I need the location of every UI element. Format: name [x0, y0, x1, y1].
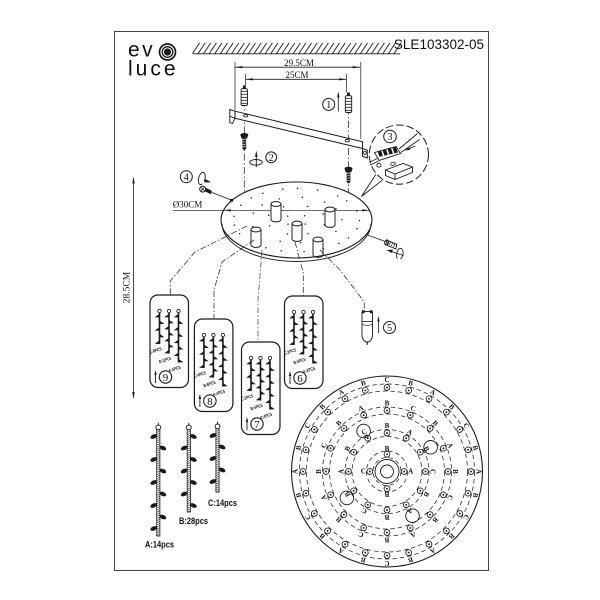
svg-text:B: B — [294, 444, 303, 451]
svg-text:B:4PCS: B:4PCS — [250, 403, 263, 412]
svg-text:A: A — [338, 469, 346, 474]
svg-text:A: A — [337, 546, 345, 555]
svg-text:B: B — [385, 445, 390, 453]
svg-text:B: B — [471, 445, 480, 452]
svg-text:3: 3 — [388, 132, 393, 143]
svg-text:B: B — [447, 402, 456, 411]
svg-text:A: A — [337, 388, 345, 397]
svg-text:C: C — [461, 422, 470, 430]
svg-text:1: 1 — [326, 100, 331, 111]
svg-text:B: B — [431, 419, 440, 428]
svg-text:4: 4 — [184, 172, 190, 183]
svg-text:B: B — [315, 469, 323, 474]
svg-text:B:12PCS: B:12PCS — [158, 356, 171, 365]
svg-text:C: C — [319, 442, 328, 450]
svg-text:A: A — [406, 506, 414, 515]
svg-text:C: C — [445, 494, 454, 502]
svg-text:A:2PCS: A:2PCS — [302, 366, 315, 375]
svg-text:6: 6 — [297, 373, 303, 385]
svg-text:A: A — [292, 469, 300, 474]
svg-text:B: B — [407, 379, 414, 388]
svg-text:C:2PCS: C:2PCS — [240, 393, 253, 402]
svg-text:B: B — [360, 555, 367, 564]
svg-text:C: C — [409, 404, 417, 413]
svg-text:C: C — [361, 468, 366, 476]
svg-text:Ø30CM: Ø30CM — [173, 200, 203, 210]
svg-text:C: C — [303, 422, 312, 430]
svg-text:ev: ev — [128, 39, 155, 62]
svg-text:A:4PCS: A:4PCS — [259, 412, 272, 421]
svg-text:A: A — [474, 469, 482, 474]
svg-text:A: A — [408, 468, 413, 476]
svg-text:29.5CM: 29.5CM — [284, 58, 314, 68]
svg-text:C: C — [461, 513, 470, 521]
svg-text:C: C — [384, 376, 389, 384]
svg-text:C: C — [357, 530, 365, 539]
svg-text:A: A — [319, 494, 328, 502]
svg-text:SLE103302-05: SLE103302-05 — [394, 37, 484, 52]
svg-text:C: C — [428, 469, 436, 474]
svg-text:B: B — [422, 445, 431, 453]
svg-text:B: B — [318, 402, 327, 411]
svg-text:25CM: 25CM — [285, 70, 308, 80]
svg-text:C:14pcs: C:14pcs — [208, 498, 237, 509]
svg-text:B: B — [421, 490, 430, 498]
svg-text:B:4PCS: B:4PCS — [293, 357, 306, 366]
svg-text:A: A — [429, 546, 437, 555]
svg-text:2: 2 — [269, 153, 274, 164]
svg-text:B: B — [384, 513, 389, 521]
svg-text:B: B — [360, 379, 367, 388]
svg-text:5: 5 — [387, 323, 392, 334]
svg-text:C:2PCS: C:2PCS — [283, 347, 296, 356]
svg-text:A:14pcs: A:14pcs — [145, 540, 174, 551]
svg-text:B: B — [384, 536, 389, 544]
svg-text:A: A — [445, 442, 454, 450]
svg-text:B: B — [384, 490, 389, 498]
svg-text:A:4PCS: A:4PCS — [168, 365, 181, 374]
svg-text:B: B — [334, 515, 343, 524]
svg-text:A: A — [357, 404, 365, 413]
svg-text:A: A — [429, 388, 437, 397]
svg-text:B: B — [343, 490, 352, 498]
svg-text:B: B — [407, 555, 414, 564]
svg-text:A: A — [409, 530, 417, 539]
svg-text:B: B — [385, 422, 390, 430]
svg-text:C: C — [384, 559, 389, 567]
svg-text:B:28pcs: B:28pcs — [179, 516, 208, 527]
svg-text:C:4PCS: C:4PCS — [193, 370, 206, 379]
svg-text:B:8PCS: B:8PCS — [203, 380, 216, 389]
svg-text:B: B — [294, 492, 303, 499]
svg-text:C: C — [303, 513, 312, 521]
svg-text:C: C — [360, 428, 368, 437]
svg-text:9: 9 — [163, 372, 169, 384]
svg-text:B: B — [430, 515, 439, 524]
svg-text:C: C — [360, 506, 368, 515]
svg-text:C:8PCS: C:8PCS — [149, 346, 162, 355]
svg-text:B: B — [471, 492, 480, 499]
svg-text:A:4PCS: A:4PCS — [212, 389, 225, 398]
svg-text:B: B — [451, 469, 459, 474]
svg-text:A: A — [406, 428, 414, 437]
svg-text:B: B — [385, 399, 390, 407]
svg-text:luce: luce — [128, 58, 179, 81]
svg-text:7: 7 — [254, 419, 260, 431]
svg-text:8: 8 — [207, 396, 213, 408]
svg-text:B: B — [343, 445, 352, 453]
svg-text:28.5CM: 28.5CM — [123, 271, 133, 303]
svg-text:B: B — [318, 531, 327, 540]
svg-text:B: B — [334, 419, 343, 428]
svg-text:B: B — [447, 532, 456, 541]
